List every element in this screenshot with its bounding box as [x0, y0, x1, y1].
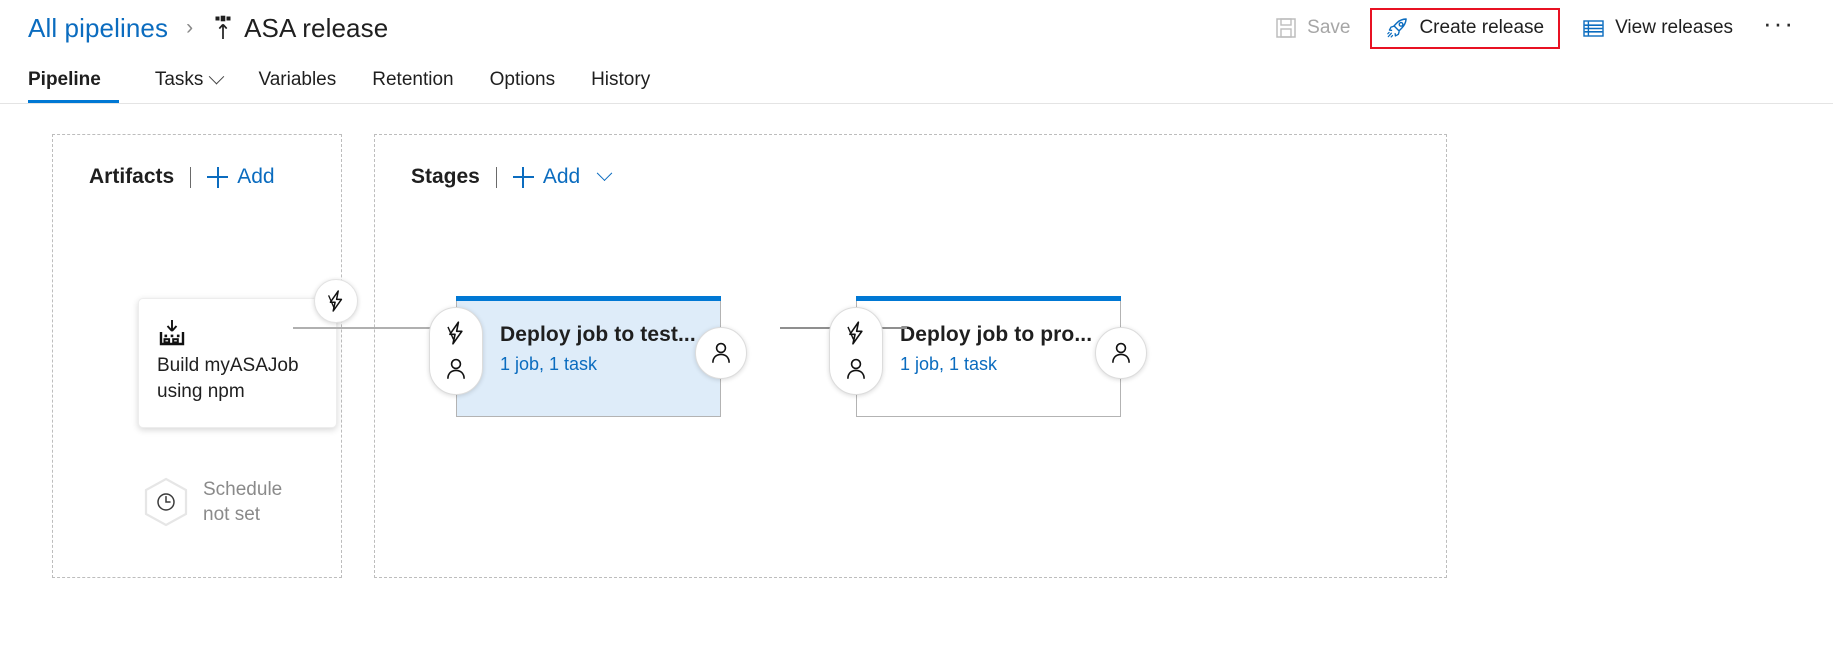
tab-retention-label: Retention	[372, 68, 454, 90]
tab-tasks-label: Tasks	[154, 68, 204, 90]
breadcrumb-separator: ›	[186, 16, 194, 39]
list-icon	[1582, 17, 1605, 40]
lightning-bolt-icon	[847, 321, 863, 345]
post-deployment-conditions-1[interactable]	[695, 327, 747, 379]
ellipsis-icon[interactable]: ···	[1763, 8, 1795, 39]
artifacts-title: Artifacts	[89, 165, 175, 188]
build-artifact-icon	[157, 320, 187, 352]
stages-panel: Stages Add Deploy job to tes	[374, 134, 1447, 578]
add-artifact-label: Add	[237, 165, 275, 188]
stage-1-body: Deploy job to test... 1 job, 1 task	[457, 301, 720, 375]
plus-icon	[512, 166, 534, 188]
schedule-label-line2: not set	[203, 504, 261, 526]
add-artifact-button[interactable]: Add	[207, 165, 275, 189]
continuous-deployment-trigger-badge[interactable]	[314, 279, 358, 323]
page-title: ASA release	[244, 12, 389, 43]
save-icon	[1274, 17, 1297, 40]
breadcrumb-all-pipelines-link[interactable]: All pipelines	[28, 12, 169, 43]
tab-variables[interactable]: Variables	[240, 56, 354, 103]
stage-1-summary[interactable]: 1 job, 1 task	[500, 354, 598, 374]
artifact-label-line1: Build myASAJob	[157, 355, 299, 376]
tab-bar: Pipeline Tasks Variables Retention Optio…	[0, 56, 1833, 104]
post-deployment-conditions-2[interactable]	[1095, 327, 1147, 379]
tab-tasks[interactable]: Tasks	[137, 56, 241, 103]
tab-options[interactable]: Options	[472, 56, 573, 103]
save-button-label: Save	[1307, 17, 1351, 38]
person-icon	[447, 358, 465, 379]
stages-title: Stages	[411, 165, 480, 188]
artifacts-panel: Artifacts Add Build myASAJo	[52, 134, 358, 578]
stage-2-name: Deploy job to pro...	[900, 323, 1093, 346]
page-header: All pipelines › ASA release Save	[0, 0, 1833, 56]
add-stage-label: Add	[542, 165, 581, 188]
artifacts-header-divider	[190, 166, 192, 188]
person-icon	[847, 358, 865, 379]
create-release-button-label: Create release	[1419, 17, 1545, 38]
stage-card-1[interactable]: Deploy job to test... 1 job, 1 task	[429, 296, 747, 417]
pipeline-canvas: Artifacts Add Build myASAJo	[0, 104, 1833, 658]
stage-1-name: Deploy job to test...	[500, 323, 696, 346]
schedule-hexagon	[143, 477, 189, 527]
add-stage-button[interactable]: Add	[512, 164, 613, 189]
stage-card-2[interactable]: Deploy job to pro... 1 job, 1 task	[829, 296, 1147, 417]
connector-artifact-to-stage1	[293, 327, 453, 329]
stages-header-divider	[495, 166, 497, 188]
chevron-down-icon	[209, 68, 225, 85]
pre-deployment-conditions-1[interactable]	[429, 307, 483, 395]
view-releases-button[interactable]: View releases	[1568, 8, 1747, 49]
person-icon	[712, 342, 730, 363]
tab-pipeline[interactable]: Pipeline	[28, 56, 119, 103]
stage-2-body: Deploy job to pro... 1 job, 1 task	[857, 301, 1120, 375]
artifact-label-line2: using npm	[157, 380, 245, 402]
tab-retention[interactable]: Retention	[354, 56, 471, 103]
lightning-bolt-icon	[328, 290, 343, 312]
lightning-bolt-icon	[447, 321, 463, 345]
artifacts-header: Artifacts Add	[53, 135, 341, 189]
chevron-down-icon	[596, 164, 613, 181]
tab-history[interactable]: History	[573, 56, 668, 103]
breadcrumb: All pipelines › ASA release	[28, 13, 388, 44]
clock-icon	[157, 493, 175, 511]
release-pipeline-icon	[209, 15, 235, 41]
stages-header: Stages Add	[375, 135, 1446, 189]
save-button[interactable]: Save	[1260, 8, 1364, 49]
tab-variables-label: Variables	[258, 68, 337, 90]
rocket-icon	[1386, 17, 1409, 40]
view-releases-button-label: View releases	[1615, 17, 1734, 38]
artifact-label: Build myASAJob using npm	[157, 353, 318, 404]
artifact-card[interactable]: Build myASAJob using npm	[138, 279, 358, 428]
person-icon	[1112, 342, 1130, 363]
pre-deployment-conditions-2[interactable]	[829, 307, 883, 395]
schedule-label: Schedule not set	[203, 477, 282, 527]
plus-icon	[207, 166, 229, 188]
create-release-button[interactable]: Create release	[1370, 7, 1561, 49]
tab-pipeline-label: Pipeline	[28, 68, 101, 90]
schedule-trigger[interactable]: Schedule not set	[143, 477, 282, 527]
tab-history-label: History	[591, 68, 651, 90]
header-toolbar: Save Create release	[1260, 7, 1811, 49]
tab-options-label: Options	[489, 68, 556, 90]
schedule-label-line1: Schedule	[203, 479, 283, 500]
stage-2-summary[interactable]: 1 job, 1 task	[900, 354, 998, 374]
